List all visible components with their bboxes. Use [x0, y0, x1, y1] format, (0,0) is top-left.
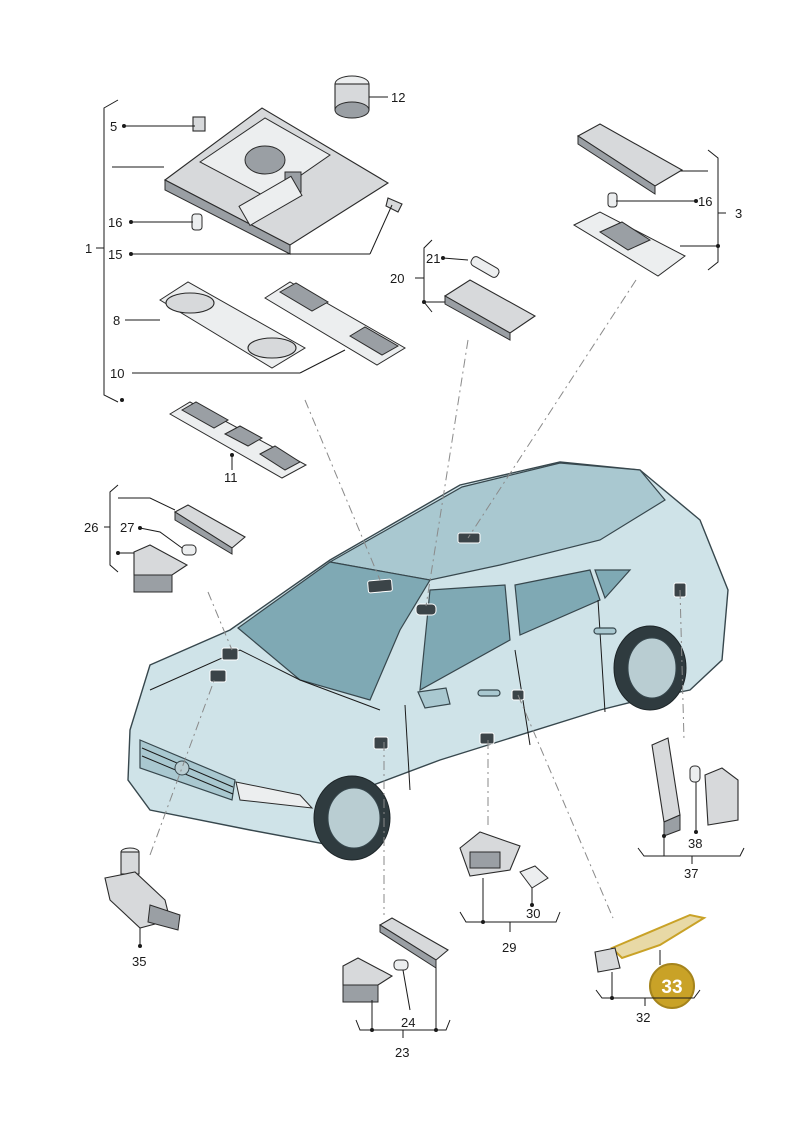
bulb-12: [334, 75, 370, 119]
callout-11: 11: [224, 470, 238, 485]
lamp-37: [651, 737, 739, 837]
callout-labels: 1 3 5 8 10 11 12 15 16 16 20 21 23 24 26…: [84, 90, 742, 1060]
callout-16-right: 16: [698, 194, 712, 209]
dashed-leaders: [149, 279, 685, 919]
car-illustration: [127, 461, 729, 861]
lamp-29: [459, 831, 549, 889]
bulb-16a: [191, 213, 203, 231]
switch-35: [104, 847, 181, 931]
clip-5: [192, 116, 206, 132]
callout-12: 12: [391, 90, 405, 105]
callout-5: 5: [110, 119, 117, 134]
lamp-32: [594, 913, 707, 973]
callout-8: 8: [113, 313, 120, 328]
lens-8: [159, 281, 306, 369]
lamp-23: [342, 917, 449, 1003]
callout-21: 21: [426, 251, 440, 266]
lens-11: [169, 401, 308, 479]
callout-29: 29: [502, 940, 516, 955]
highlight-badge-label: 33: [661, 977, 682, 998]
lamp-26: [133, 504, 246, 593]
screw-15: [385, 197, 403, 213]
leader-dots: [116, 124, 720, 1032]
callout-38: 38: [688, 836, 702, 851]
lamp-20: [443, 256, 537, 341]
callout-23: 23: [395, 1045, 409, 1060]
reading-light-3: [572, 123, 686, 277]
callout-15: 15: [108, 247, 122, 262]
callout-24: 24: [401, 1015, 415, 1030]
dome-light-assembly: [163, 107, 390, 255]
callout-30: 30: [526, 906, 540, 921]
leader-lines: [96, 96, 745, 1038]
callout-26: 26: [84, 520, 98, 535]
callout-37: 37: [684, 866, 698, 881]
callout-16-left: 16: [108, 215, 122, 230]
callout-10: 10: [110, 366, 124, 381]
callout-35: 35: [132, 954, 146, 969]
callout-27: 27: [120, 520, 134, 535]
callout-3: 3: [735, 206, 742, 221]
highlight-badge-33: 33: [649, 963, 695, 1009]
callout-32: 32: [636, 1010, 650, 1025]
callout-20: 20: [390, 271, 404, 286]
lens-10: [264, 281, 406, 366]
callout-1: 1: [85, 241, 92, 256]
